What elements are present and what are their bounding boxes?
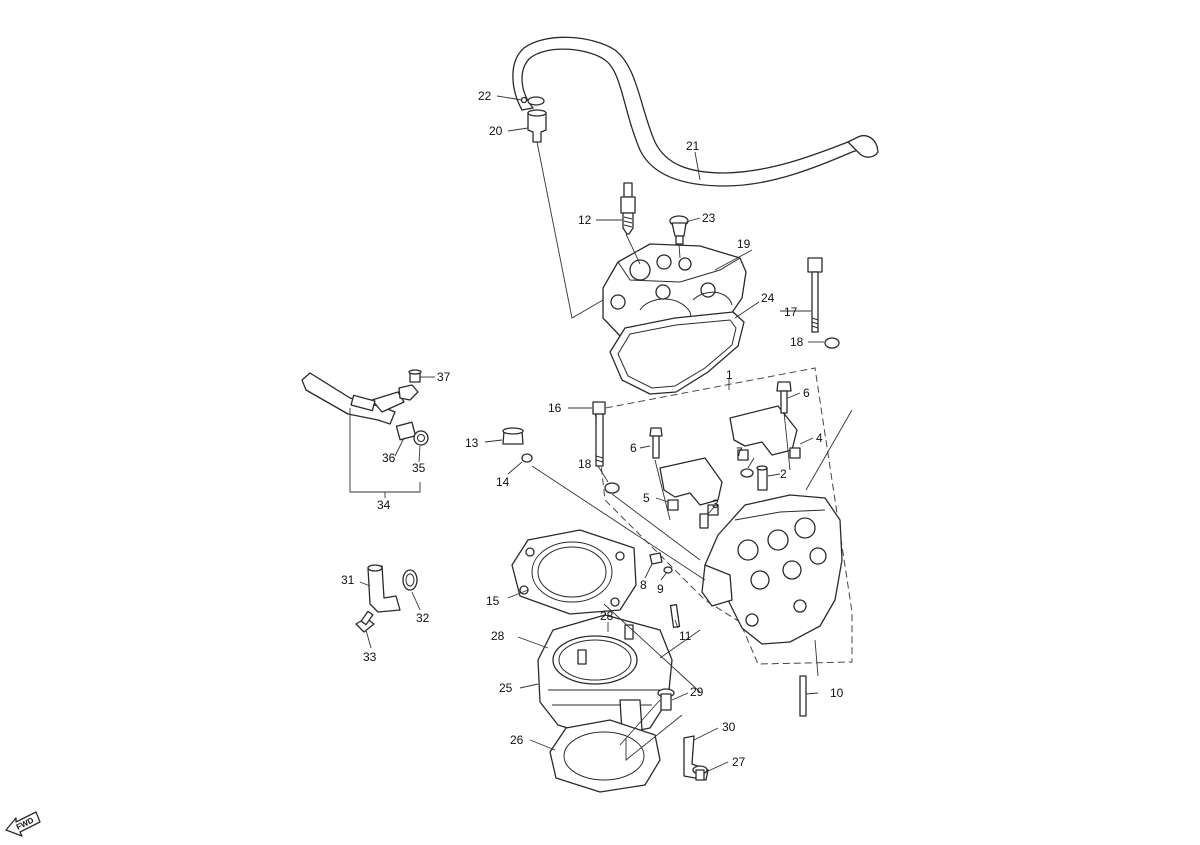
callout-28-lower: 28 [491, 629, 505, 643]
washer-lower [604, 482, 620, 494]
callout-31: 31 [341, 573, 355, 587]
callout-1: 1 [726, 368, 733, 382]
cylinder-bolt [657, 688, 675, 711]
spark-plug [620, 182, 636, 235]
callout-24: 24 [761, 291, 775, 305]
washer-upper [824, 337, 840, 349]
camshaft-cap-right [729, 405, 801, 461]
callout-22: 22 [478, 89, 492, 103]
leader-lines [349, 95, 853, 773]
head-assembly-boundary [594, 367, 853, 665]
washer-small [521, 453, 533, 463]
callout-30: 30 [722, 720, 736, 734]
callout-4: 4 [816, 431, 823, 445]
head-dowel [756, 465, 768, 491]
callout-33: 33 [363, 650, 377, 664]
callout-6-left: 6 [630, 441, 637, 455]
callout-29: 29 [690, 685, 704, 699]
callout-6-right: 6 [803, 386, 810, 400]
callout-32: 32 [416, 611, 430, 625]
breather-bolt [408, 369, 422, 383]
callout-17: 17 [784, 305, 798, 319]
cylinder-head-gasket [511, 529, 637, 615]
cylinder-base-gasket [549, 719, 661, 793]
head-bolt-long-right [807, 257, 823, 333]
callout-37: 37 [437, 370, 451, 384]
callout-35: 35 [412, 461, 426, 475]
hose-clip [413, 430, 429, 446]
head-bolt-long-left [592, 401, 606, 467]
small-dowel [699, 513, 709, 529]
callout-7: 7 [736, 445, 743, 459]
callout-25: 25 [499, 681, 513, 695]
callout-34: 34 [377, 498, 391, 512]
callout-2: 2 [780, 467, 787, 481]
head-bolt-short [502, 427, 524, 445]
callout-20: 20 [489, 124, 503, 138]
stud-short [669, 604, 681, 628]
callout-12: 12 [578, 213, 592, 227]
callout-19: 19 [737, 237, 751, 251]
cylinder [537, 614, 673, 739]
head-washer [740, 468, 754, 478]
hose-joint [395, 421, 417, 441]
fwd-arrow-icon [5, 811, 41, 837]
callout-5: 5 [643, 491, 650, 505]
callout-27: 27 [732, 755, 746, 769]
callout-36: 36 [382, 451, 396, 465]
hose-clamp [520, 96, 545, 106]
stud-long [799, 675, 807, 717]
callout-18-lower: 18 [578, 457, 592, 471]
callout-16: 16 [548, 401, 562, 415]
callout-13: 13 [465, 436, 479, 450]
small-bolt [649, 552, 663, 565]
breather-fitting [527, 109, 547, 143]
callout-21: 21 [686, 139, 700, 153]
callout-8: 8 [640, 578, 647, 592]
camshaft-cap-left [659, 457, 723, 516]
callout-28-upper: 28 [600, 609, 614, 623]
callout-26: 26 [510, 733, 524, 747]
coolant-hose-assembly [301, 372, 405, 425]
callout-15: 15 [486, 594, 500, 608]
cylinder-head [701, 494, 843, 645]
cylinder-head-cover [602, 243, 747, 351]
callout-23: 23 [702, 211, 716, 225]
small-washer [663, 566, 673, 574]
bracket-bolt [692, 765, 708, 781]
callout-3: 3 [712, 497, 719, 511]
cover-plug [669, 215, 689, 245]
breather-hose [512, 36, 879, 187]
coolant-pipe [367, 564, 401, 613]
pipe-bolt [355, 610, 375, 633]
head-cover-gasket [609, 311, 745, 395]
pipe-o-ring [402, 569, 418, 591]
callout-14: 14 [496, 475, 510, 489]
callout-11: 11 [679, 629, 692, 643]
callout-18-upper: 18 [790, 335, 804, 349]
callout-10: 10 [830, 686, 844, 700]
cap-bolt-left [649, 427, 663, 459]
callout-9: 9 [657, 582, 664, 596]
callout-labels: 22 20 21 12 23 19 24 17 18 1 37 16 6 6 4… [341, 89, 844, 769]
hose-elbow-fitting [398, 384, 419, 401]
